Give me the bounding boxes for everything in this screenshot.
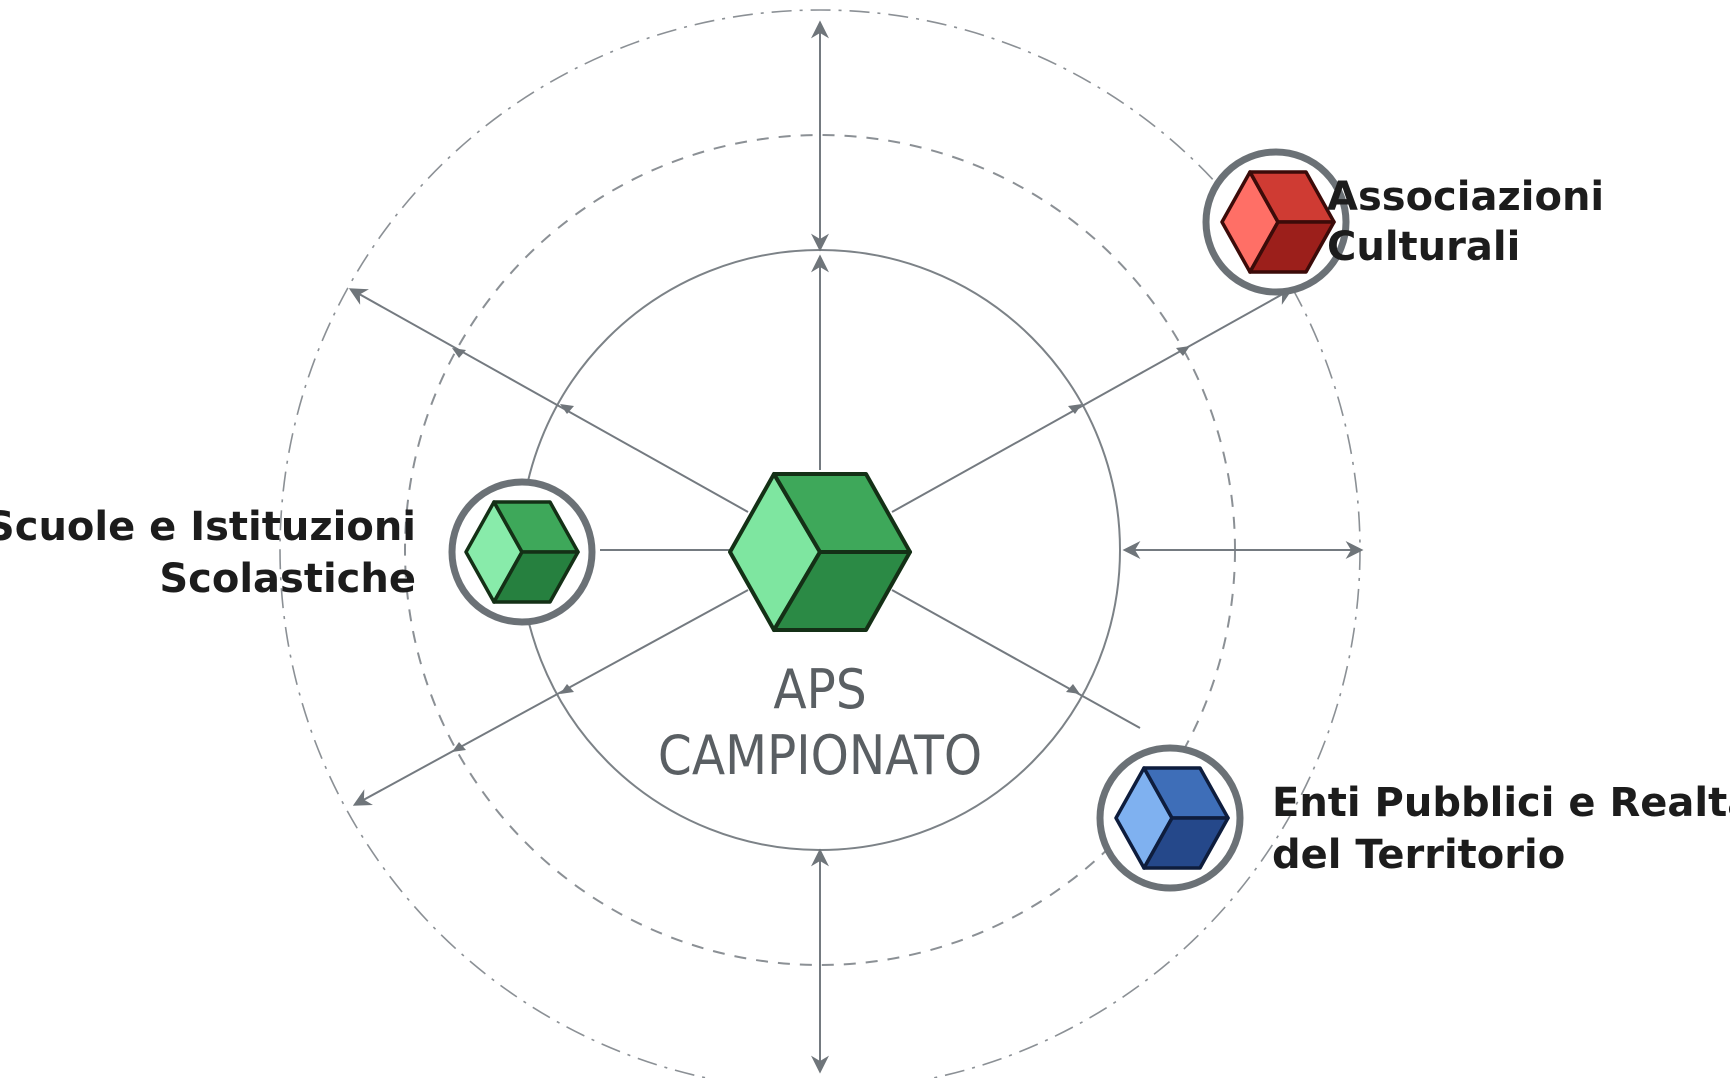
arrow-head-icon bbox=[452, 742, 466, 752]
arrow-head-icon bbox=[1066, 684, 1080, 694]
connector-upper-right bbox=[891, 288, 1294, 513]
arrow-head-icon bbox=[560, 404, 574, 414]
center-title-line2: CAMPIONATO bbox=[658, 724, 982, 787]
cube-icon bbox=[1220, 170, 1336, 274]
connectors bbox=[348, 20, 1364, 1074]
node-enti-pubblici[interactable]: Enti Pubblici e Realtà del Territorio bbox=[1096, 744, 1730, 892]
arrow-head-icon bbox=[1068, 404, 1082, 414]
node-label-line1: Associazioni bbox=[1327, 174, 1604, 220]
arrow-head-icon bbox=[560, 684, 574, 694]
cube-icon bbox=[1114, 766, 1230, 870]
node-label-line1: Enti Pubblici e Realtà bbox=[1272, 780, 1730, 826]
arrow-head-icon bbox=[1176, 346, 1190, 356]
node-label-line2: Scolastiche bbox=[159, 556, 416, 602]
node-scuole-istituzioni[interactable]: Scuole e Istituzioni Scolastiche bbox=[0, 478, 596, 626]
center-title-line1: APS bbox=[773, 658, 866, 721]
connector-upper-left bbox=[348, 288, 749, 513]
cube-icon bbox=[464, 500, 580, 604]
node-associazioni-culturali[interactable]: Associazioni Culturali bbox=[1202, 148, 1604, 296]
node-label-line2: Culturali bbox=[1327, 224, 1520, 270]
connector-lower-left bbox=[352, 589, 749, 806]
node-label-line2: del Territorio bbox=[1272, 832, 1565, 878]
connector-lower-right bbox=[891, 589, 1141, 729]
node-label-line1: Scuole e Istituzioni bbox=[0, 504, 416, 550]
arrow-head-icon bbox=[452, 348, 466, 358]
cube-icon bbox=[728, 472, 912, 632]
